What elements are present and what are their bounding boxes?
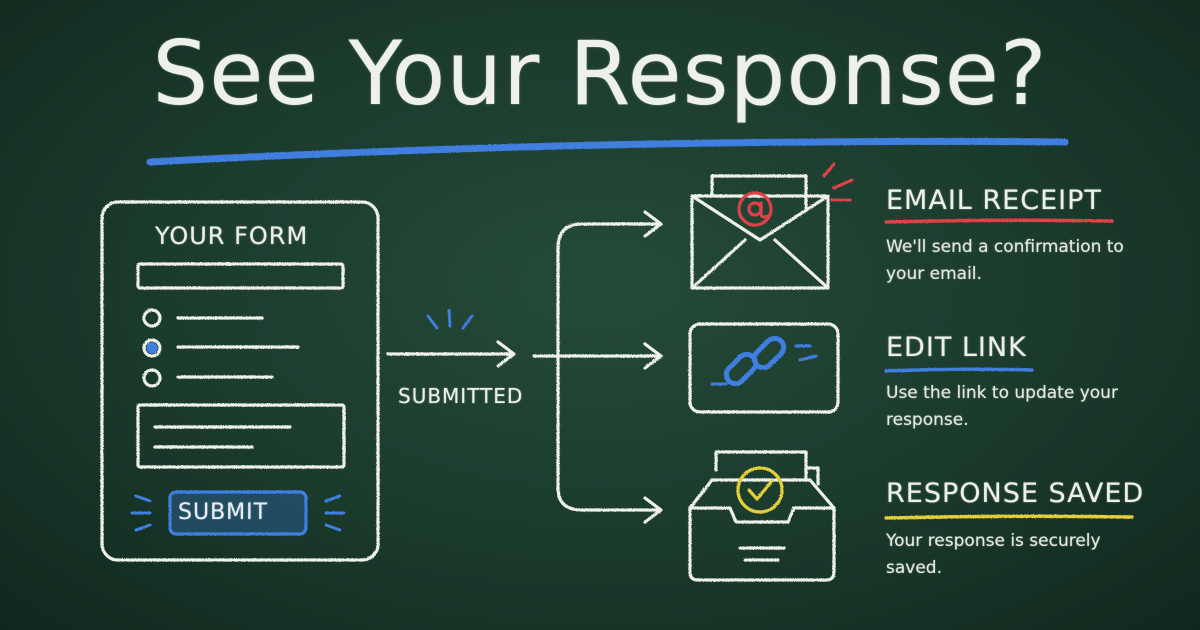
form-textarea [136,403,346,469]
submitted-arrow [386,340,516,368]
form-panel [100,200,380,562]
edit-link-title: EDIT LINK [886,332,1027,363]
form-text-field [136,262,345,290]
chain-link-icon [688,322,840,414]
email-receipt-description: We'll send a confirmation to your email. [886,237,1124,284]
email-underline [884,218,1114,224]
radio-option-2-selected [142,338,162,358]
form-title: YOUR FORM [155,222,309,250]
page-title: See Your Response? [152,22,1048,125]
envelope-at-icon [690,162,854,290]
submit-button [168,490,308,536]
title-underline [146,137,1069,166]
saved-underline [884,514,1134,520]
email-receipt-title: EMAIL RECEIPT [886,185,1102,216]
response-saved-title: RESPONSE SAVED [886,478,1145,509]
submitted-label: SUBMITTED [398,384,524,408]
radio-option-3 [142,368,162,388]
submit-button-label: SUBMIT [178,500,269,525]
response-saved-description: Your response is securely saved. [886,531,1101,578]
inbox-check-icon [688,450,836,582]
radio-option-1 [142,308,162,328]
edit-link-description: Use the link to update your response. [886,383,1118,430]
edit-underline [884,367,1034,373]
branch-arrows [532,210,663,524]
